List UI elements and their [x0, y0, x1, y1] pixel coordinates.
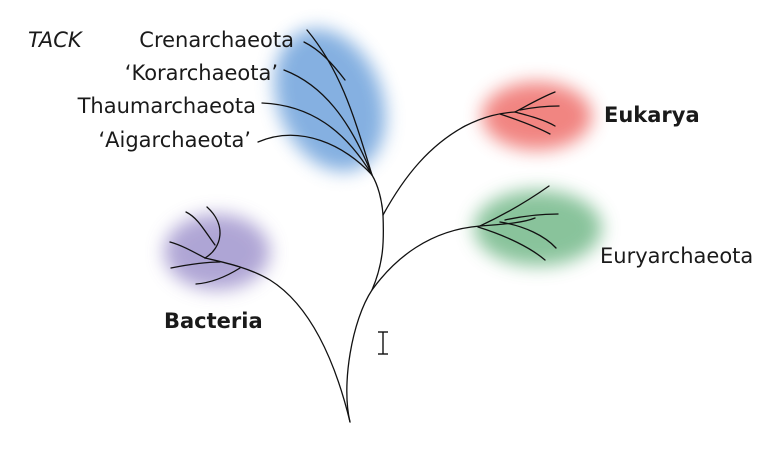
eukarya-branch-1 — [514, 91, 556, 113]
crenarchaeota-label: Crenarchaeota — [139, 28, 294, 52]
eukarya-branch-3 — [514, 111, 556, 127]
tack-group-label: TACK — [28, 28, 82, 52]
bacteria-label: Bacteria — [164, 309, 263, 333]
euryarchaeota-clade-blob — [474, 190, 602, 266]
crenarchaeota-branch — [306, 29, 373, 176]
eukarya-stem-branch — [382, 111, 516, 216]
trunk-branch — [346, 214, 385, 423]
crenarchaeota-sub-branch — [303, 41, 346, 81]
bacteria-clade-blob — [164, 214, 270, 290]
bacteria-branch-4 — [170, 261, 221, 269]
korarchaeota-label: ‘Korarchaeota’ — [124, 61, 278, 85]
eukarya-label: Eukarya — [604, 103, 700, 127]
bacteria-stem-branch — [204, 257, 351, 423]
bacteria-branch-3 — [169, 241, 206, 259]
korarchaeota-branch — [283, 69, 373, 176]
bacteria-branch-5 — [195, 267, 241, 285]
tree-branches — [169, 29, 560, 423]
euryarchaeota-branch-1 — [479, 185, 550, 227]
thaumarchaeota-branch — [261, 102, 373, 176]
euryarchaeota-branch-2 — [504, 213, 559, 221]
eukarya-branch-2 — [519, 105, 560, 111]
euryarchaeota-stem-branch — [371, 217, 536, 291]
tack-stem-branch — [371, 174, 384, 216]
aigarchaeota-branch — [257, 134, 373, 176]
euryarchaeota-label: Euryarchaeota — [600, 244, 754, 268]
bacteria-branch-2 — [185, 211, 216, 246]
bacteria-branch-1 — [204, 206, 221, 259]
text-cursor-icon — [378, 331, 388, 355]
euryarchaeota-branch-4 — [477, 226, 546, 261]
thaumarchaeota-label: Thaumarchaeota — [77, 94, 256, 118]
euryarchaeota-branch-3 — [499, 221, 557, 249]
aigarchaeota-label: ‘Aigarchaeota’ — [98, 128, 251, 152]
eukarya-branch-4 — [499, 113, 551, 135]
eukarya-clade-blob — [482, 82, 592, 150]
